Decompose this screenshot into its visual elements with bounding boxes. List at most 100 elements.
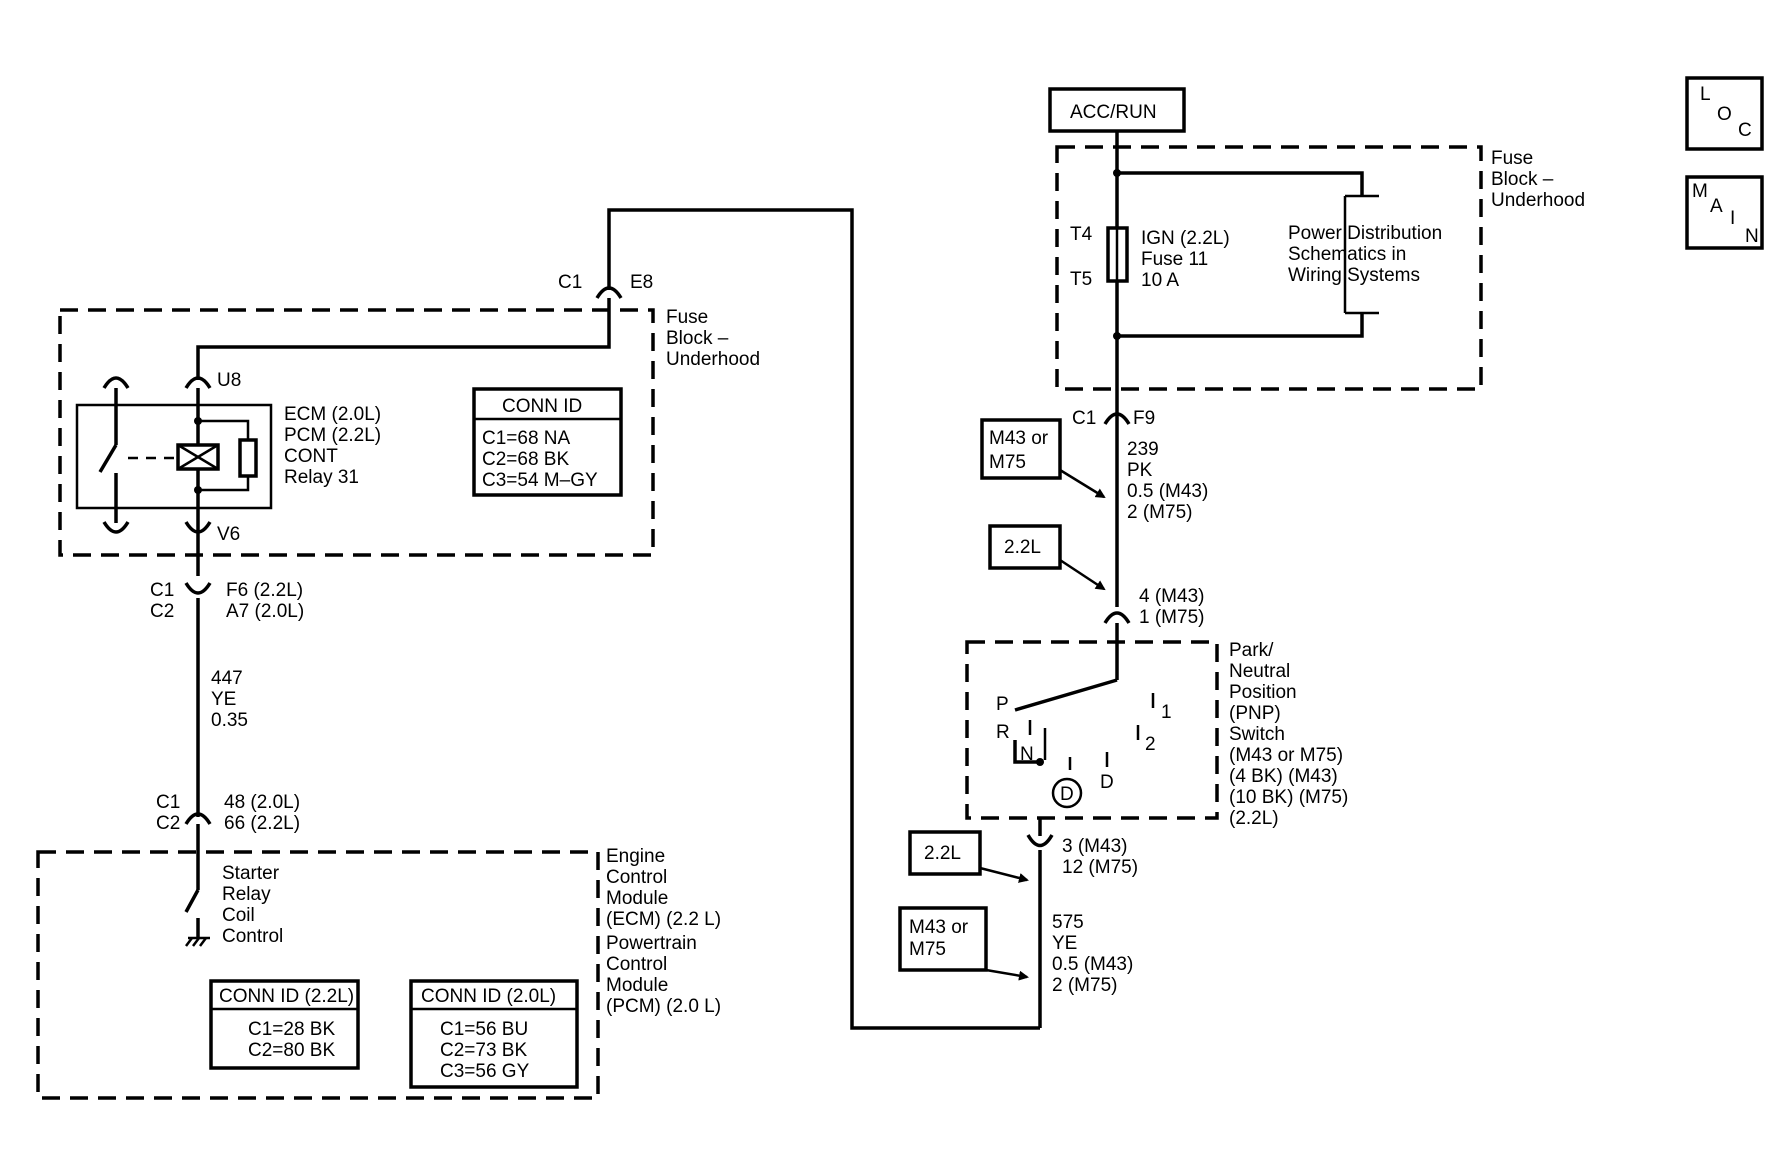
relay-31-label: ECM (2.0L) PCM (2.2L) CONT Relay 31 xyxy=(284,404,381,488)
option-m43-m75-top: M43 or M75 xyxy=(980,418,1106,499)
svg-text:C1=68 NA: C1=68 NA xyxy=(482,428,571,449)
svg-text:Control: Control xyxy=(222,926,283,947)
relay-31-box xyxy=(75,403,273,510)
svg-text:Power Distribution: Power Distribution xyxy=(1288,223,1442,244)
svg-text:YE: YE xyxy=(211,689,236,710)
main-letter-a: A xyxy=(1710,196,1723,217)
svg-text:(PCM) (2.0 L): (PCM) (2.0 L) xyxy=(606,996,721,1017)
svg-text:CONN ID (2.2L): CONN ID (2.2L) xyxy=(219,986,354,1007)
svg-text:CONT: CONT xyxy=(284,446,338,467)
svg-text:10 A: 10 A xyxy=(1141,270,1179,291)
svg-text:M75: M75 xyxy=(909,939,946,960)
svg-text:Block –: Block – xyxy=(666,328,729,349)
svg-text:Fuse 11: Fuse 11 xyxy=(1141,249,1208,270)
svg-text:Switch: Switch xyxy=(1229,724,1285,745)
svg-text:2 (M75): 2 (M75) xyxy=(1052,975,1117,996)
relay-switch-contact xyxy=(98,444,118,473)
svg-text:C1: C1 xyxy=(150,580,174,601)
svg-text:C2: C2 xyxy=(156,813,180,834)
connector-ecm xyxy=(184,812,212,825)
conn-id-table-2-0l: CONN ID (2.0L) C1=56 BU C2=73 BK C3=56 G… xyxy=(409,979,579,1089)
connector-e8-label: E8 xyxy=(630,272,653,293)
power-distribution-symbol xyxy=(1343,194,1379,315)
svg-text:C3=56 GY: C3=56 GY xyxy=(440,1061,530,1082)
connector-ecm-pins: 48 (2.0L) 66 (2.2L) xyxy=(224,792,300,834)
svg-text:0.5 (M43): 0.5 (M43) xyxy=(1127,481,1208,502)
svg-text:12 (M75): 12 (M75) xyxy=(1062,857,1138,878)
svg-text:Control: Control xyxy=(606,954,667,975)
svg-text:Powertrain: Powertrain xyxy=(606,933,697,954)
connector-f6-a7-pins: F6 (2.2L) A7 (2.0L) xyxy=(226,580,304,622)
pnp-switch-label: Park/ Neutral Position (PNP) Switch (M43… xyxy=(1229,640,1348,829)
svg-text:CONN ID: CONN ID xyxy=(502,396,582,417)
svg-text:1 (M75): 1 (M75) xyxy=(1139,607,1204,628)
svg-text:(2.2L): (2.2L) xyxy=(1229,808,1279,829)
connector-c1-label: C1 xyxy=(1072,408,1096,429)
loc-letter-l: L xyxy=(1700,84,1711,105)
pnp-position-d-small: D xyxy=(1100,772,1114,793)
svg-text:C1=28 BK: C1=28 BK xyxy=(248,1019,335,1040)
svg-text:CONN ID (2.0L): CONN ID (2.0L) xyxy=(421,986,556,1007)
svg-text:Relay: Relay xyxy=(222,884,271,905)
svg-text:Underhood: Underhood xyxy=(1491,190,1585,211)
wire-239-label: 239 PK 0.5 (M43) 2 (M75) xyxy=(1127,439,1208,523)
svg-text:447: 447 xyxy=(211,668,243,689)
svg-text:C1=56 BU: C1=56 BU xyxy=(440,1019,528,1040)
svg-text:(4 BK) (M43): (4 BK) (M43) xyxy=(1229,766,1338,787)
svg-text:YE: YE xyxy=(1052,933,1077,954)
acc-run-label: ACC/RUN xyxy=(1048,87,1186,133)
wire-447-label: 447 YE 0.35 xyxy=(211,668,248,731)
svg-text:239: 239 xyxy=(1127,439,1159,460)
svg-text:Starter: Starter xyxy=(222,863,280,884)
svg-text:Underhood: Underhood xyxy=(666,349,760,370)
pnp-bottom-pins: 3 (M43) 12 (M75) xyxy=(1062,836,1138,878)
main-letter-n: N xyxy=(1745,226,1759,247)
svg-text:Schematics in: Schematics in xyxy=(1288,244,1406,265)
relay-switch-top-pin xyxy=(102,376,130,389)
loc-button[interactable]: L O C xyxy=(1685,76,1764,151)
svg-text:PCM (2.2L): PCM (2.2L) xyxy=(284,425,381,446)
svg-text:C2=80 BK: C2=80 BK xyxy=(248,1040,335,1061)
svg-text:Coil: Coil xyxy=(222,905,255,926)
svg-text:A7 (2.0L): A7 (2.0L) xyxy=(226,601,304,622)
svg-text:M43 or: M43 or xyxy=(909,917,969,938)
starter-relay-switch xyxy=(184,889,200,913)
pnp-switch-arm xyxy=(1014,678,1118,712)
svg-text:2.2L: 2.2L xyxy=(924,843,961,864)
svg-text:Module: Module xyxy=(606,975,668,996)
relay-switch-bottom-pin xyxy=(102,521,130,534)
loc-letter-c: C xyxy=(1738,120,1752,141)
pnp-position-r: R xyxy=(996,722,1010,743)
main-button[interactable]: M A I N xyxy=(1685,175,1764,250)
pnp-top-connector xyxy=(1103,611,1131,624)
connector-c1-top-label: C1 xyxy=(558,272,582,293)
svg-text:3 (M43): 3 (M43) xyxy=(1062,836,1127,857)
option-2-2l-top: 2.2L xyxy=(988,524,1106,591)
svg-text:Module: Module xyxy=(606,888,668,909)
conn-id-table-fuse-block: CONN ID C1=68 NA C2=68 BK C3=54 M–GY xyxy=(472,387,623,497)
ecm-pcm-outline xyxy=(36,850,600,1100)
svg-text:ACC/RUN: ACC/RUN xyxy=(1070,102,1157,123)
svg-text:(M43 or M75): (M43 or M75) xyxy=(1229,745,1343,766)
svg-text:Park/: Park/ xyxy=(1229,640,1274,661)
connector-f6-a7 xyxy=(184,582,212,595)
svg-text:C2=68 BK: C2=68 BK xyxy=(482,449,569,470)
svg-text:M75: M75 xyxy=(989,452,1026,473)
wire-pnp-to-fuse-block xyxy=(607,208,1040,1030)
main-letter-i: I xyxy=(1730,208,1735,229)
svg-text:48 (2.0L): 48 (2.0L) xyxy=(224,792,300,813)
wire-575-label: 575 YE 0.5 (M43) 2 (M75) xyxy=(1052,912,1133,996)
svg-text:(10 BK) (M75): (10 BK) (M75) xyxy=(1229,787,1348,808)
starter-relay-coil-control-label: Starter Relay Coil Control xyxy=(222,863,283,947)
ecm-pcm-label: Engine Control Module (ECM) (2.2 L) Powe… xyxy=(606,846,721,1017)
ground-icon xyxy=(185,936,210,947)
connector-f9-label: F9 xyxy=(1133,408,1155,429)
svg-text:F6 (2.2L): F6 (2.2L) xyxy=(226,580,303,601)
main-letter-m: M xyxy=(1692,181,1708,202)
fuse-block-left-outline xyxy=(58,308,655,557)
svg-text:Relay 31: Relay 31 xyxy=(284,467,359,488)
svg-text:2 (M75): 2 (M75) xyxy=(1127,502,1192,523)
svg-text:ECM (2.0L): ECM (2.0L) xyxy=(284,404,381,425)
loc-letter-o: O xyxy=(1717,104,1732,125)
